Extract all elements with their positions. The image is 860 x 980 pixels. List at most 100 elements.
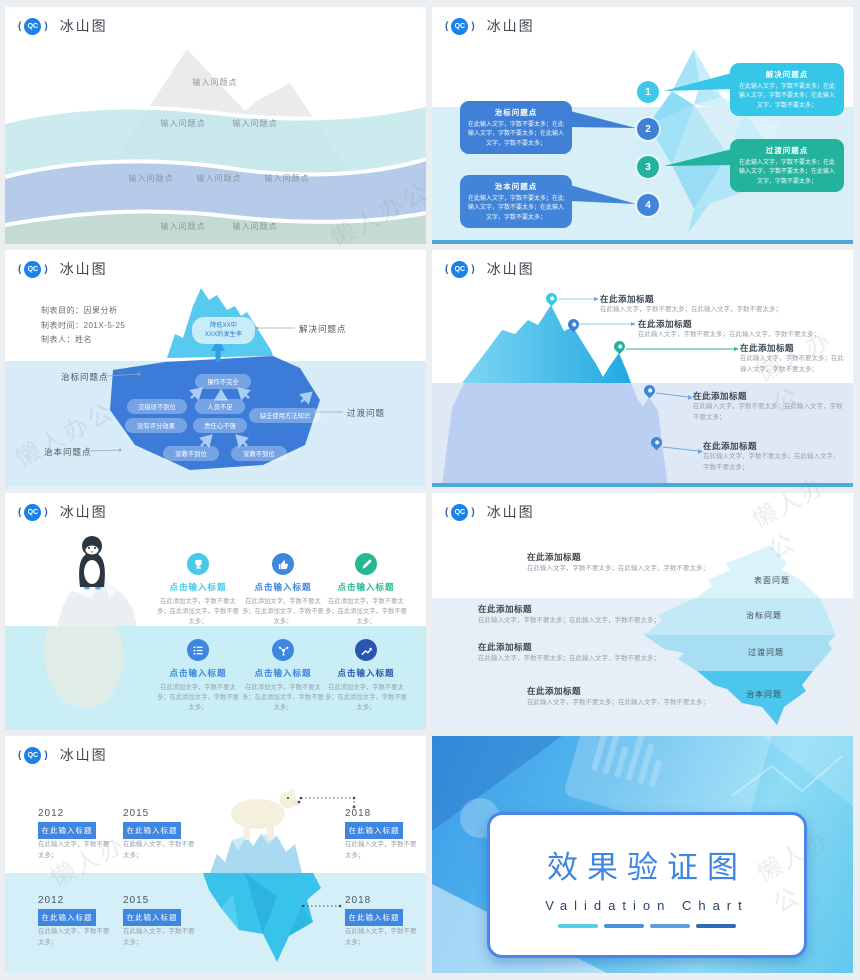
pen-icon (355, 553, 377, 575)
timeline-title-button[interactable]: 在此输入标题 (38, 909, 96, 926)
logo-paren-right: ) (471, 20, 475, 32)
feature-title: 点击输入标题 (337, 668, 395, 678)
annotation-body: 在此输入文字，字数不要太多；在此输入文字，字数不要太多； (740, 355, 844, 373)
callout-transition: 过渡问题点 在此输入文字，字数不要太多；在此输入文字，字数不要太多；在此输入文字… (730, 139, 844, 192)
step-number: 1 (637, 81, 659, 103)
slide-validation-cover[interactable]: 效果验证图 Validation Chart (432, 736, 853, 973)
qc-logo-icon: QC (451, 503, 469, 521)
slide-penguin-features[interactable]: ( QC ) 冰山图 点击输入标题 在此添加文字，字数不要 (5, 493, 426, 730)
cause-pill: 交接班不到位 (127, 399, 187, 414)
callout-title: 治本问题点 (494, 182, 538, 191)
callout-surface: 治标问题点 在此输入文字，字数不要太多；在此输入文字，字数不要太多；在此输入文字… (460, 101, 572, 154)
timeline-body: 在此输入文字，字数不要太多； (123, 928, 195, 946)
slide-title: 冰山图 (59, 261, 108, 277)
timeline-year: 2018 (345, 895, 372, 906)
slide-bear-timeline[interactable]: ( QC ) 冰山图 (5, 736, 426, 973)
slide-iceberg-layers[interactable]: ( QC ) 冰山图 输入问题点 输入问题点 输入问题点 输入问题点 输入问题点… (5, 7, 426, 244)
slide-layered-berg[interactable]: ( QC ) 冰山图 表面问题 治标问题 过渡问题 治本问题 在此添加标题 在此… (432, 493, 853, 730)
layer-label: 输入问题点 (232, 222, 278, 231)
logo-paren-left: ( (18, 506, 22, 518)
feature-item: 点击输入标题 在此添加文字，字数不要太多；在此添加文字，字数不要太多； (240, 639, 326, 713)
timeline-title-button[interactable]: 在此输入标题 (123, 909, 181, 926)
timeline-title-button[interactable]: 在此输入标题 (38, 822, 96, 839)
callout-body: 在此输入文字，字数不要太多；在此输入文字，字数不要太多；在此输入文字，字数不要太… (468, 196, 565, 221)
callout-root: 治本问题点 在此输入文字，字数不要太多；在此输入文字，字数不要太多；在此输入文字… (460, 175, 572, 228)
slide-mountain-pins[interactable]: ( QC ) 冰山图 (432, 250, 853, 487)
cause-pill: 宣教不到位 (163, 446, 219, 461)
label-transition: 过渡问题 (347, 408, 386, 418)
callout-title: 治标问题点 (494, 108, 538, 117)
cause-pill: 没有评分效果 (125, 418, 187, 433)
callout-body: 在此输入文字，字数不要太多；在此输入文字，字数不要太多；在此输入文字，字数不要太… (738, 160, 835, 185)
penguin-iceberg-graphic (5, 536, 426, 730)
logo-paren-left: ( (445, 506, 449, 518)
slide-header: ( QC ) 冰山图 (445, 259, 535, 279)
logo-paren-right: ) (44, 749, 48, 761)
trophy-icon (187, 553, 209, 575)
meta-purpose: 制表目的：因果分析 (41, 306, 118, 315)
layer-label: 输入问题点 (264, 174, 310, 183)
annotation-title: 在此添加标题 (478, 604, 533, 614)
feature-item: 点击输入标题 在此添加文字，字数不要太多；在此添加文字，字数不要太多； (155, 639, 241, 713)
dash-2 (604, 924, 644, 928)
slide-title: 冰山图 (59, 747, 108, 763)
meta-author: 制表人：姓名 (41, 335, 92, 344)
slide-header: ( QC ) 冰山图 (18, 16, 108, 36)
label-solve: 解决问题点 (299, 324, 347, 334)
feature-title: 点击输入标题 (169, 668, 227, 678)
slide-iceberg-steps[interactable]: ( QC ) 冰山图 1 2 (432, 7, 853, 244)
logo-paren-right: ) (44, 20, 48, 32)
slide-header: ( QC ) 冰山图 (445, 16, 535, 36)
step-number: 2 (637, 118, 659, 140)
dash-1 (558, 924, 598, 928)
layer-label-symptom: 治标问题 (746, 611, 782, 620)
step-number: 4 (637, 194, 659, 216)
dash-3 (650, 924, 690, 928)
layer-label: 输入问题点 (160, 119, 206, 128)
slide-header: ( QC ) 冰山图 (445, 502, 535, 522)
feature-title: 点击输入标题 (337, 582, 395, 592)
annotation-body: 在此输入文字，字数不要太多；在此输入文字，字数不要太多； (527, 699, 709, 706)
timeline-body: 在此输入文字，字数不要太多； (123, 841, 195, 859)
layer-label: 输入问题点 (196, 174, 242, 183)
list-icon (187, 639, 209, 661)
callout-title: 解决问题点 (765, 70, 809, 79)
timeline-year: 2012 (38, 808, 65, 819)
layer-label-transition: 过渡问题 (748, 648, 784, 657)
thumb-up-icon (272, 553, 294, 575)
layer-label: 输入问题点 (192, 78, 238, 87)
qc-logo-icon: QC (24, 17, 42, 35)
annotation-body: 在此输入文字，字数不要太多；在此输入文字，字数不要太多； (703, 453, 840, 471)
label-surface: 治标问题点 (61, 372, 109, 382)
cause-pill: 责任心不强 (193, 418, 247, 433)
timeline-body: 在此输入文字，字数不要太多； (38, 841, 110, 859)
logo-paren-right: ) (471, 263, 475, 275)
goal-line1: 降低XX中 (210, 322, 237, 329)
slide-title: 冰山图 (59, 504, 108, 520)
dash-4 (696, 924, 736, 928)
timeline-body: 在此输入文字，字数不要太多； (38, 928, 110, 946)
trend-icon (355, 639, 377, 661)
timeline-title-button[interactable]: 在此输入标题 (345, 822, 403, 839)
callout-body: 在此输入文字，字数不要太多；在此输入文字，字数不要太多；在此输入文字，字数不要太… (738, 84, 835, 109)
callout-solve: 解决问题点 在此输入文字，字数不要太多；在此输入文字，字数不要太多；在此输入文字… (730, 63, 844, 116)
cover-title-cn: 效果验证图 (547, 850, 747, 885)
slide-title: 冰山图 (486, 504, 535, 520)
timeline-title-button[interactable]: 在此输入标题 (123, 822, 181, 839)
logo-paren-right: ) (44, 506, 48, 518)
feature-title: 点击输入标题 (254, 668, 312, 678)
slide-title: 冰山图 (486, 261, 535, 277)
feature-title: 点击输入标题 (169, 582, 227, 592)
slide-header: ( QC ) 冰山图 (18, 259, 108, 279)
feature-title: 点击输入标题 (254, 582, 312, 592)
logo-paren-left: ( (18, 20, 22, 32)
cause-pill: 操作不完全 (195, 374, 251, 389)
layer-label-surface: 表面问题 (754, 576, 790, 585)
callout-body: 在此输入文字，字数不要太多；在此输入文字，字数不要太多；在此输入文字，字数不要太… (468, 122, 565, 147)
timeline-title-button[interactable]: 在此输入标题 (345, 909, 403, 926)
slide-cause-analysis[interactable]: ( QC ) 冰山图 (5, 250, 426, 487)
annotation-body: 在此输入文字，字数不要太多；在此输入文字，字数不要太多； (600, 306, 782, 313)
feature-body: 在此添加文字，字数不要太多；在此添加文字，字数不要太多； (157, 598, 239, 626)
layered-berg-graphic (432, 545, 853, 730)
